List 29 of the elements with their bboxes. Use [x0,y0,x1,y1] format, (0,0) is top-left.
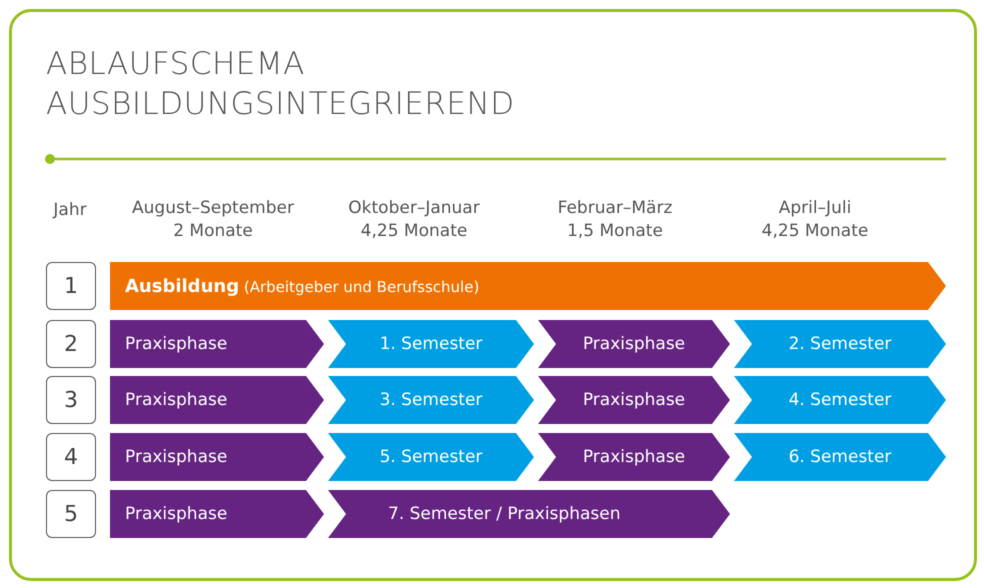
phase-banner: 4. Semester [734,376,946,424]
column-header: August–September [131,198,295,218]
phase-banner: 5. Semester [328,433,534,481]
phase-banner: Praxisphase [538,376,730,424]
phase-banner: 3. Semester [328,376,534,424]
duration-label: 1,5 Monate [566,221,664,241]
column-header: Oktober–Januar [347,198,481,218]
column-header: April–Juli [778,198,852,218]
column-header: Februar–März [556,198,674,218]
phase-banner: 1. Semester [328,320,534,368]
year-number: 1 [46,262,96,310]
phase-banner: 6. Semester [734,433,946,481]
phase-banner: Praxisphase [110,490,324,538]
phase-banner: Praxisphase [538,433,730,481]
year-number: 4 [46,433,96,481]
year-number: 2 [46,320,96,368]
phase-banner: Praxisphase [110,433,324,481]
duration-label: 4,25 Monate [760,221,870,241]
year-number: 3 [46,376,96,424]
phase-banner: Praxisphase [538,320,730,368]
duration-label: 4,25 Monate [360,221,468,241]
duration-label: 2 Monate [172,221,254,241]
phase-banner: Ausbildung (Arbeitgeber und Berufsschule) [110,262,946,310]
year-number: 5 [46,490,96,538]
phase-banner: Praxisphase [110,320,324,368]
title: ABLAUFSCHEMA AUSBILDUNGSINTEGRIEREND [46,45,516,124]
phase-banner: Praxisphase [110,376,324,424]
phase-banner: 2. Semester [734,320,946,368]
phase-banner: 7. Semester / Praxisphasen [328,490,730,538]
